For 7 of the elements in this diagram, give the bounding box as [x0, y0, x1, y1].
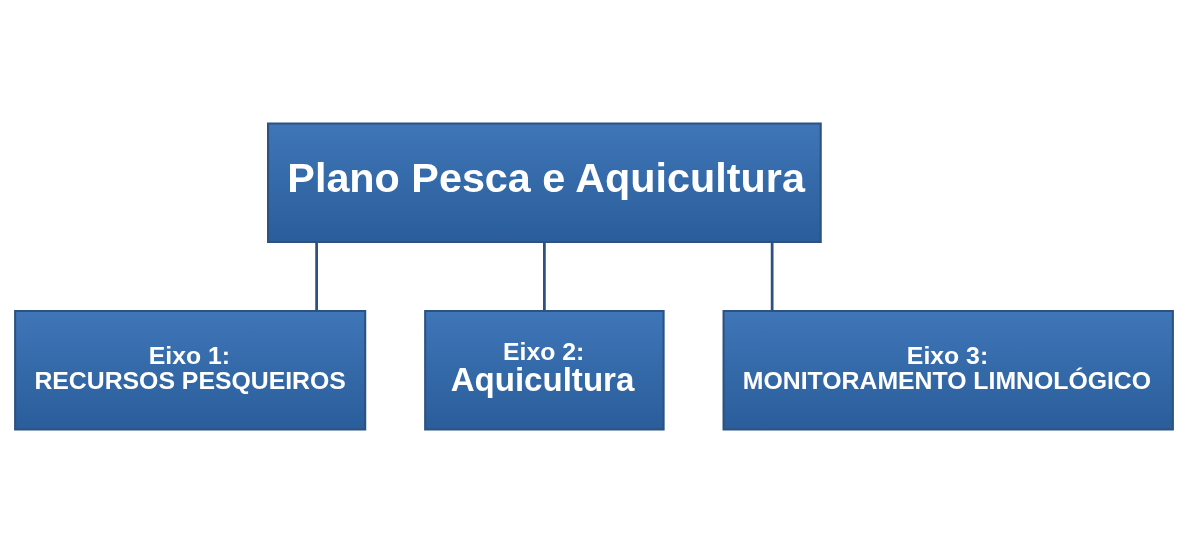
node-box: Eixo 3: MONITORAMENTO LIMNOLÓGICO: [722, 309, 1174, 431]
node-box: Eixo 1: RECURSOS PESQUEIROS: [14, 309, 367, 431]
node-box: Plano Pesca e Aquicultura: [267, 121, 822, 243]
node-box: Eixo 2: Aquicultura: [424, 309, 665, 431]
connector: [543, 241, 546, 311]
connector: [770, 241, 774, 311]
connector: [315, 241, 318, 311]
